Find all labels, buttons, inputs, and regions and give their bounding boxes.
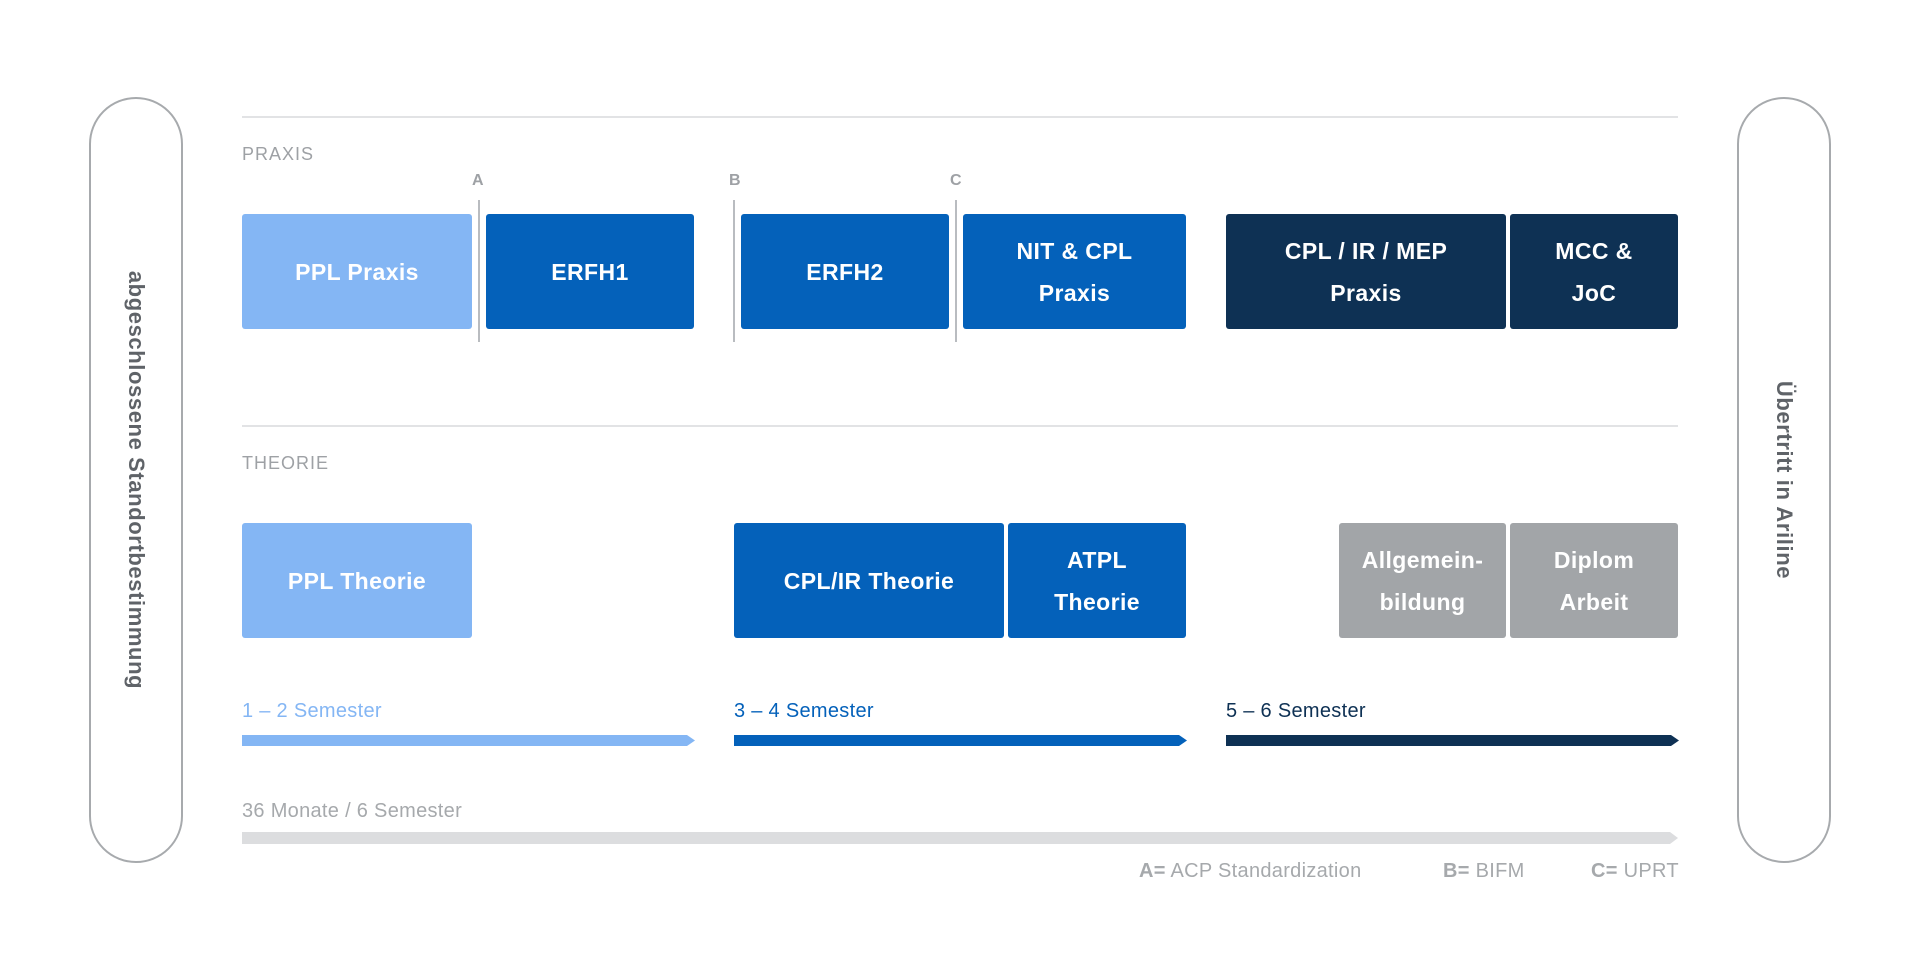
marker-c-line xyxy=(955,200,957,342)
allgemeinbildung-box: Allgemein- bildung xyxy=(1339,523,1506,638)
semester-5-6-arrow xyxy=(1226,735,1679,746)
end-pill: Übertritt in Ariline xyxy=(1737,97,1831,863)
atpl-theorie-box: ATPL Theorie xyxy=(1008,523,1186,638)
legend-b-key: B= xyxy=(1443,860,1470,882)
marker-a-line xyxy=(478,200,480,342)
total-duration-arrow xyxy=(242,832,1678,844)
semester-5-6-label: 5 – 6 Semester xyxy=(1226,700,1366,722)
theorie-section-label: THEORIE xyxy=(242,453,330,473)
marker-b-line xyxy=(733,200,735,342)
start-pill-label: abgeschlossene Standortbestimmung xyxy=(124,270,149,690)
legend-c: C= UPRT xyxy=(1591,860,1679,883)
semester-1-2-label: 1 – 2 Semester xyxy=(242,700,382,722)
semester-3-4-arrow xyxy=(734,735,1187,746)
marker-a-label: A xyxy=(472,172,484,189)
marker-b-label: B xyxy=(729,172,741,189)
erfh2-box: ERFH2 xyxy=(741,214,949,329)
start-pill: abgeschlossene Standortbestimmung xyxy=(89,97,183,863)
legend-a: A= ACP Standardization xyxy=(1139,860,1362,883)
nit-cpl-praxis-box: NIT & CPL Praxis xyxy=(963,214,1186,329)
cpl-ir-theorie-box: CPL/IR Theorie xyxy=(734,523,1004,638)
legend-a-value: ACP Standardization xyxy=(1170,860,1362,882)
erfh1-box: ERFH1 xyxy=(486,214,694,329)
semester-1-2-arrow xyxy=(242,735,695,746)
praxis-divider xyxy=(242,116,1678,118)
legend-b-value: BIFM xyxy=(1475,860,1525,882)
legend-c-value: UPRT xyxy=(1623,860,1679,882)
total-duration-label: 36 Monate / 6 Semester xyxy=(242,800,463,822)
legend-b: B= BIFM xyxy=(1443,860,1525,883)
praxis-section-label: PRAXIS xyxy=(242,144,315,164)
theorie-divider xyxy=(242,425,1678,427)
marker-c-label: C xyxy=(950,172,962,189)
legend-c-key: C= xyxy=(1591,860,1618,882)
ppl-theorie-box: PPL Theorie xyxy=(242,523,472,638)
legend-a-key: A= xyxy=(1139,860,1166,882)
end-pill-label: Übertritt in Ariline xyxy=(1772,380,1797,580)
semester-3-4-label: 3 – 4 Semester xyxy=(734,700,874,722)
ppl-praxis-box: PPL Praxis xyxy=(242,214,472,329)
diplom-arbeit-box: Diplom Arbeit xyxy=(1510,523,1678,638)
cpl-ir-mep-praxis-box: CPL / IR / MEP Praxis xyxy=(1226,214,1506,329)
mcc-joc-box: MCC & JoC xyxy=(1510,214,1678,329)
